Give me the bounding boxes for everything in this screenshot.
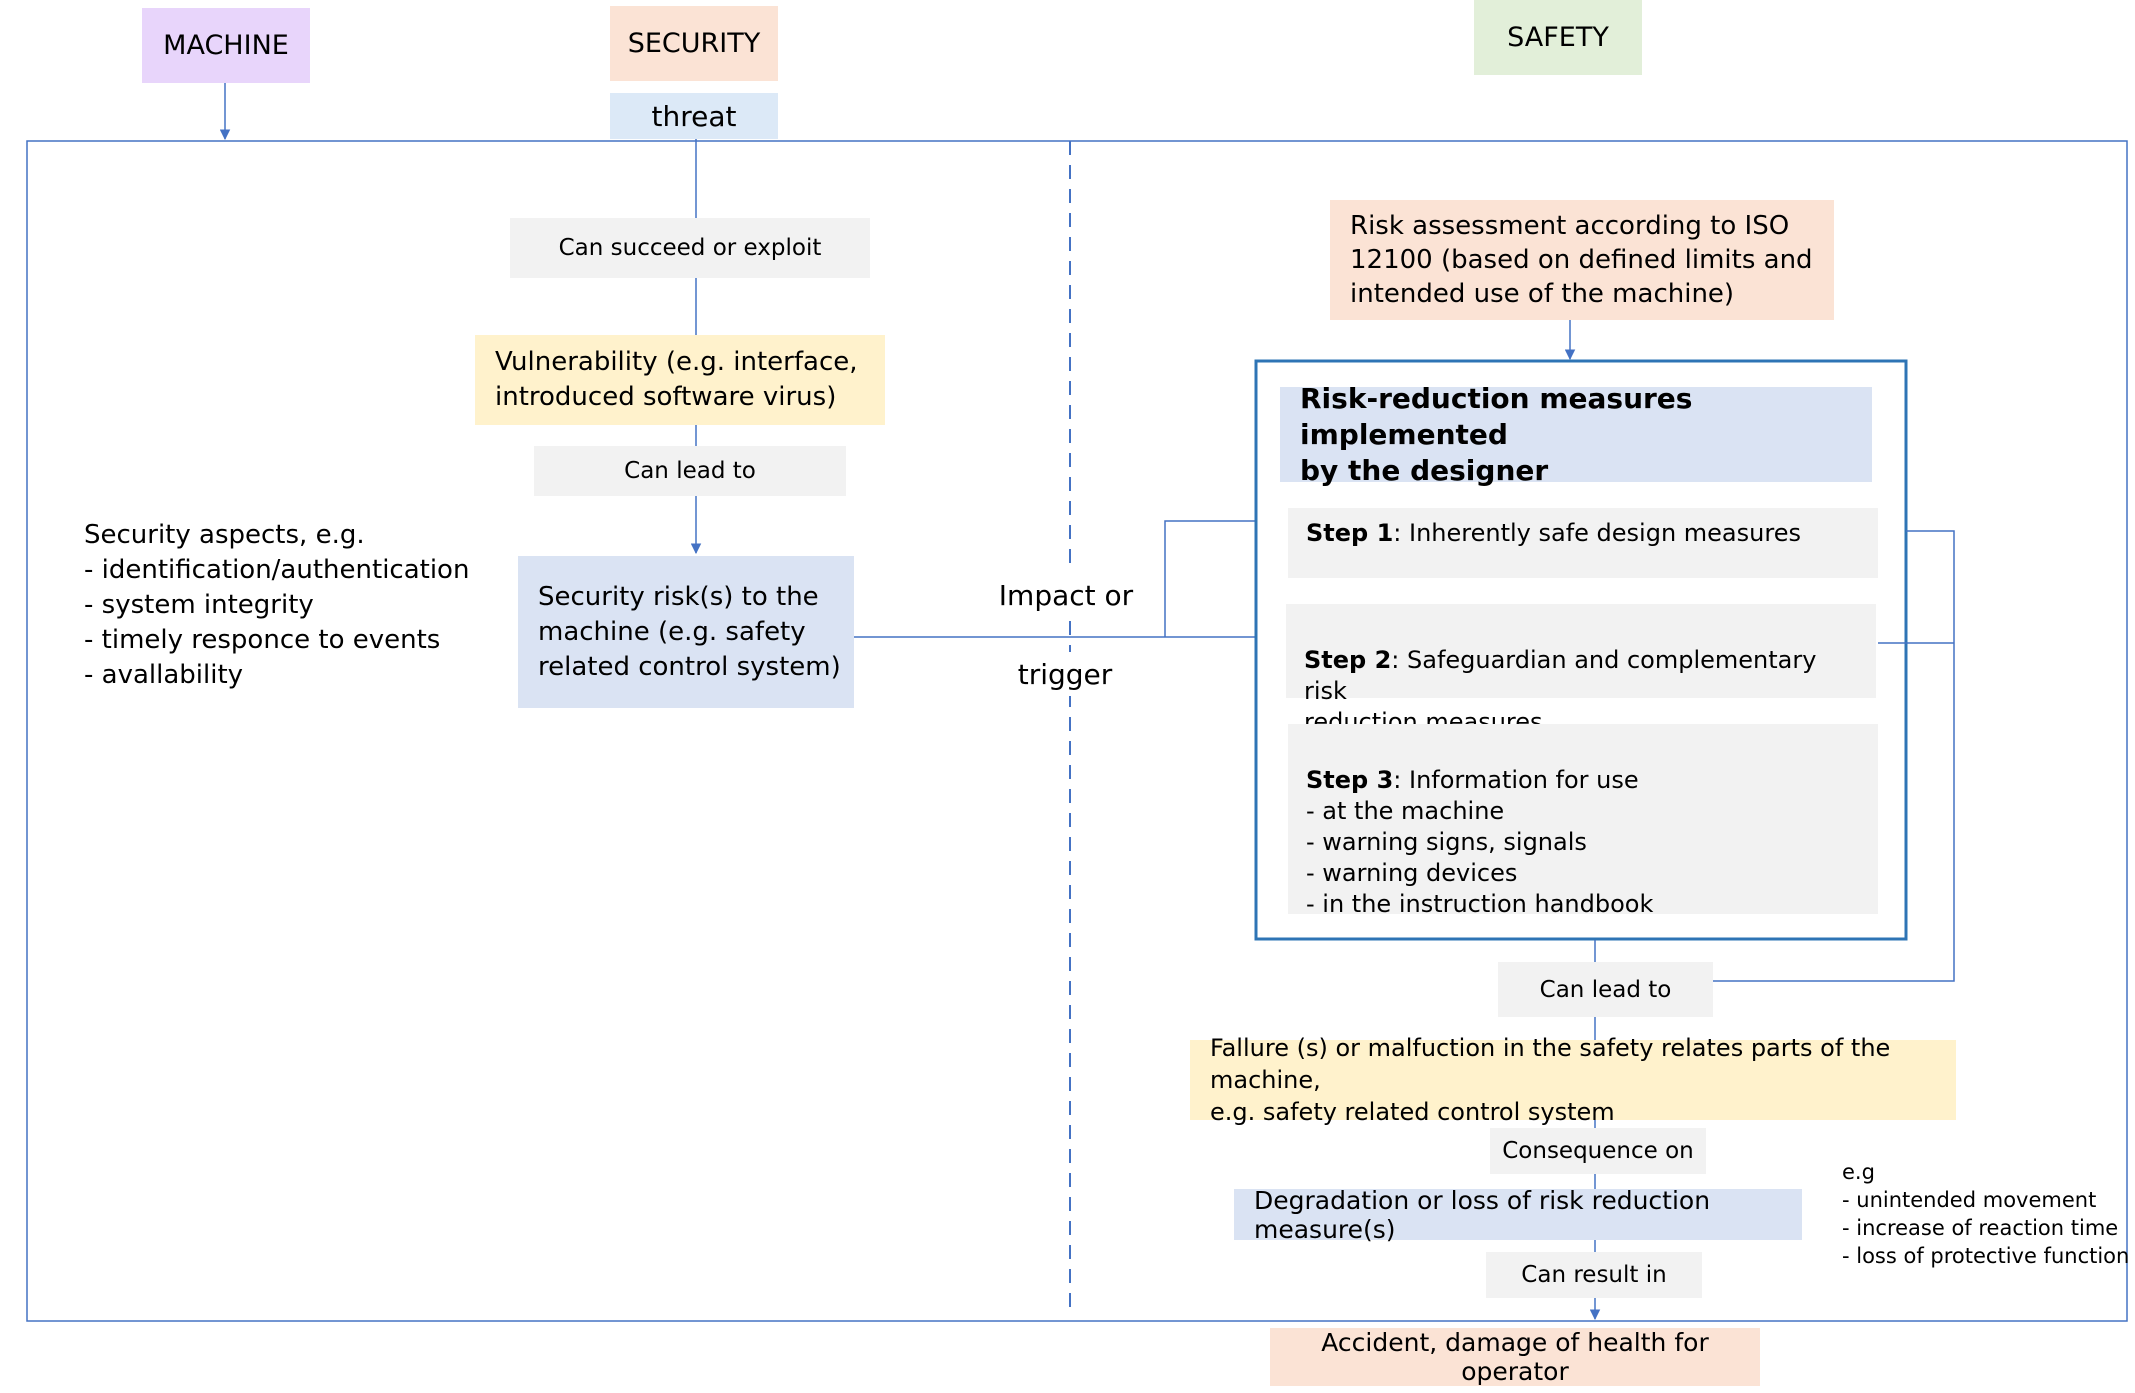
impact-label: Impact or	[998, 578, 1134, 612]
step-2-label: Step 2	[1304, 646, 1392, 674]
examples-text: e.g - unintended movement - increase of …	[1842, 1160, 2130, 1268]
threat-label: threat	[651, 99, 737, 133]
risk-reduction-title: Risk-reduction measures implemented by t…	[1280, 382, 1872, 487]
threat-box: threat	[610, 93, 778, 139]
can-succeed-label: Can succeed or exploit	[510, 218, 870, 278]
can-result-in-label: Can result in	[1486, 1252, 1702, 1298]
step-2-box: Step 2: Safeguardian and complementary r…	[1286, 604, 1876, 736]
can-lead-to-label-safety: Can lead to	[1498, 962, 1713, 1017]
risk-reduction-frame	[1254, 359, 1908, 941]
step-1-label: Step 1	[1306, 519, 1394, 547]
safety-header-label: SAFETY	[1507, 22, 1609, 53]
vulnerability-box: Vulnerability (e.g. interface, introduce…	[475, 335, 885, 425]
security-risk-box: Security risk(s) to the machine (e.g. sa…	[518, 556, 854, 708]
impact-label-box: Impact or	[986, 570, 1146, 620]
trigger-label-box: trigger	[1000, 652, 1130, 696]
security-aspects-text: Security aspects, e.g. - identification/…	[84, 520, 470, 690]
accident-box: Accident, damage of health for operator	[1270, 1328, 1760, 1386]
impact-branch	[1164, 520, 1256, 637]
step-3-box: Step 3: Information for use - at the mac…	[1288, 724, 1878, 918]
security-header-label: SECURITY	[627, 28, 761, 59]
failure-box: Fallure (s) or malfuction in the safety …	[1190, 1034, 1956, 1126]
machine-header-label: MACHINE	[163, 30, 289, 61]
feedback-line	[1713, 530, 1955, 982]
step-3-text: : Information for use - at the machine -…	[1306, 766, 1654, 918]
degradation-box: Degradation or loss of risk reduction me…	[1234, 1186, 1802, 1244]
machine-header: MACHINE	[142, 8, 310, 83]
can-lead-to-label-security: Can lead to	[534, 446, 846, 496]
security-header: SECURITY	[610, 6, 778, 81]
risk-assessment-box: Risk assessment according to ISO 12100 (…	[1330, 200, 1834, 320]
consequence-on-label: Consequence on	[1490, 1128, 1706, 1174]
machine-frame	[26, 140, 2128, 1322]
step-1-text: : Inherently safe design measures	[1393, 519, 1801, 547]
step-1-box: Step 1: Inherently safe design measures	[1288, 508, 1878, 578]
step-3-label: Step 3	[1306, 766, 1394, 794]
safety-header: SAFETY	[1474, 0, 1642, 75]
trigger-label: trigger	[1017, 657, 1113, 691]
